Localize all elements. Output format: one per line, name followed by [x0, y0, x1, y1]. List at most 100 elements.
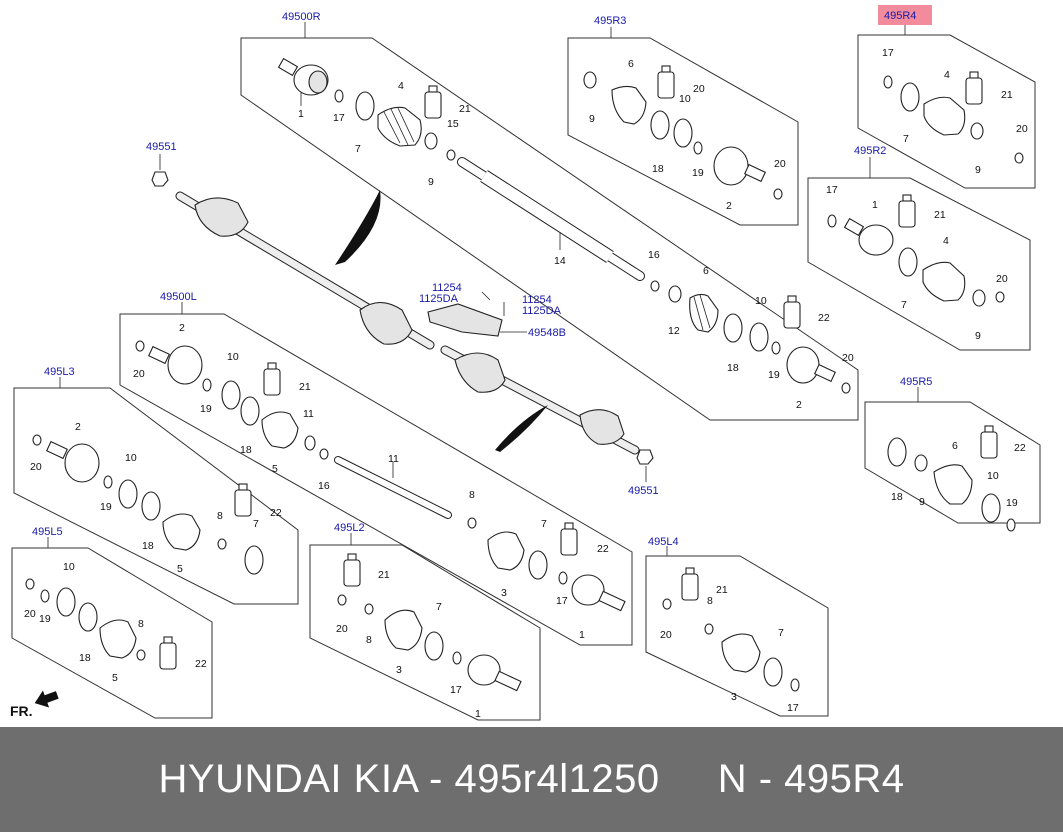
lh-driveshaft-assembly	[440, 345, 640, 455]
pointer-shape-lower	[495, 405, 548, 452]
inner-joint-2-part	[786, 346, 837, 384]
label-part-4: 4	[944, 69, 950, 81]
ref-495L4[interactable]: 495L4	[648, 536, 679, 548]
ref-495L3[interactable]: 495L3	[44, 366, 75, 378]
label-part-2: 2	[726, 200, 732, 212]
highlight-495R4	[878, 5, 932, 25]
label-part-7: 7	[436, 601, 442, 613]
label-part-17: 17	[333, 112, 345, 124]
ref-495R2[interactable]: 495R2	[854, 145, 886, 157]
label-part-5: 5	[272, 463, 278, 475]
label-part-1: 1	[475, 708, 481, 720]
label-part-9: 9	[919, 496, 925, 508]
label-part-10: 10	[755, 295, 767, 307]
label-part-17: 17	[787, 702, 799, 714]
label-part-21: 21	[1001, 89, 1013, 101]
part-number-banner: HYUNDAI KIA - 495r4l1250 N - 495R4	[0, 727, 1063, 832]
label-part-2: 2	[75, 421, 81, 433]
label-part-10: 10	[987, 470, 999, 482]
label-part-8: 8	[469, 489, 475, 501]
label-part-21: 21	[299, 381, 311, 393]
label-part-11: 11	[388, 453, 399, 465]
ref-49500R[interactable]: 49500R	[282, 11, 321, 23]
label-part-20: 20	[693, 83, 705, 95]
grease-tube-part	[424, 85, 442, 119]
nut-49551-bottom	[636, 449, 654, 465]
outer-joint-part	[277, 57, 329, 96]
label-part-17: 17	[826, 184, 838, 196]
part-number-text: HYUNDAI KIA - 495r4l1250 N - 495R4	[158, 757, 905, 801]
grease-tube-22-part	[783, 295, 801, 329]
label-part-7: 7	[903, 133, 909, 145]
label-part-6: 6	[628, 58, 634, 70]
label-part-2: 2	[179, 322, 185, 334]
label-part-16: 16	[318, 480, 330, 492]
boot-6-part	[689, 293, 719, 333]
label-part-1: 1	[298, 108, 304, 120]
pointer-shape-upper	[335, 190, 381, 265]
label-part-21: 21	[934, 209, 946, 221]
label-part-19: 19	[768, 369, 780, 381]
label-part-20: 20	[660, 629, 672, 641]
label-part-15: 15	[447, 118, 459, 130]
label-part-6: 6	[703, 265, 709, 277]
label-part-19: 19	[39, 613, 51, 625]
ref-11254-a[interactable]: 11254	[432, 282, 462, 294]
label-part-22: 22	[818, 312, 830, 324]
label-part-20: 20	[336, 623, 348, 635]
label-part-16: 16	[648, 249, 660, 261]
label-part-6: 6	[952, 440, 958, 452]
ref-495R4[interactable]: 495R4	[884, 10, 916, 22]
label-part-19: 19	[100, 501, 112, 513]
label-part-21: 21	[716, 584, 728, 596]
label-part-5: 5	[112, 672, 118, 684]
ref-1125DA-b[interactable]: 1125DA	[522, 305, 562, 317]
label-part-20: 20	[774, 158, 786, 170]
label-part-21: 21	[378, 569, 390, 581]
label-part-17: 17	[450, 684, 462, 696]
boot-part	[377, 106, 422, 147]
label-part-18: 18	[142, 540, 154, 552]
label-part-20: 20	[996, 273, 1008, 285]
label-part-22: 22	[195, 658, 207, 670]
label-part-8: 8	[138, 618, 144, 630]
label-part-4: 4	[398, 80, 404, 92]
label-part-8: 8	[217, 510, 223, 522]
front-direction-indicator: FR.	[10, 690, 59, 719]
label-part-11: 11	[303, 408, 314, 420]
ref-495R3[interactable]: 495R3	[594, 15, 626, 27]
nut-49551-top	[151, 171, 169, 187]
label-part-17: 17	[556, 595, 568, 607]
label-part-5: 5	[177, 563, 183, 575]
front-label: FR.	[10, 703, 33, 719]
ref-49500L[interactable]: 49500L	[160, 291, 197, 303]
ref-49548B[interactable]: 49548B	[528, 327, 566, 339]
label-part-19: 19	[200, 403, 212, 415]
label-part-18: 18	[79, 652, 91, 664]
ref-495L2[interactable]: 495L2	[334, 522, 365, 534]
label-part-22: 22	[1014, 442, 1026, 454]
label-part-18: 18	[727, 362, 739, 374]
exploded-parts-diagram: 49500R 1 17 7 4 21 9 15 14 16 12 6 18 10	[10, 5, 1041, 721]
label-part-7: 7	[901, 299, 907, 311]
label-part-8: 8	[366, 634, 372, 646]
label-part-7: 7	[541, 518, 547, 530]
label-part-20: 20	[1016, 123, 1028, 135]
ref-495R5[interactable]: 495R5	[900, 376, 932, 388]
label-part-1: 1	[872, 199, 878, 211]
label-part-12: 12	[668, 325, 680, 337]
label-part-20: 20	[30, 461, 42, 473]
ref-11254-b[interactable]: 11254	[522, 294, 552, 306]
shaft-11-part	[334, 456, 452, 519]
label-part-3: 3	[396, 664, 402, 676]
ref-495L5[interactable]: 495L5	[32, 526, 63, 538]
label-part-20: 20	[842, 352, 854, 364]
label-part-4: 4	[943, 235, 949, 247]
ref-1125DA-a[interactable]: 1125DA	[419, 293, 459, 305]
label-part-10: 10	[227, 351, 239, 363]
ref-49551-bottom[interactable]: 49551	[628, 485, 659, 497]
label-part-9: 9	[975, 164, 981, 176]
label-part-17: 17	[882, 47, 894, 59]
ref-49551-top[interactable]: 49551	[146, 141, 177, 153]
